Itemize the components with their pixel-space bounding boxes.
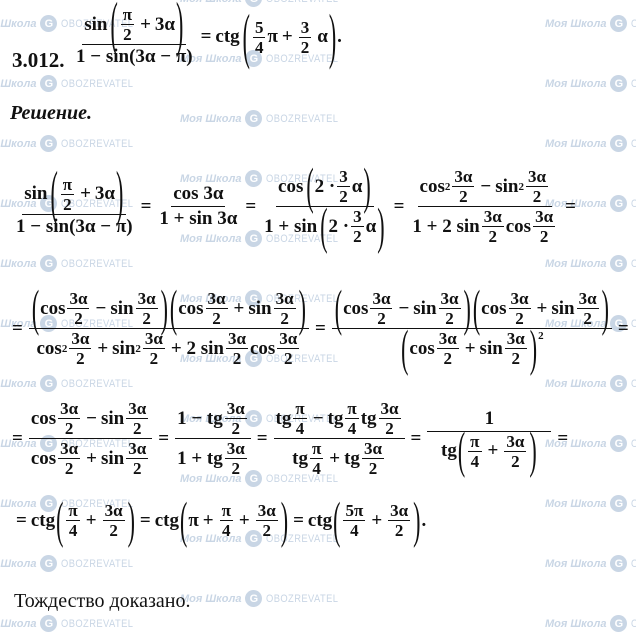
problem-number: 3.012. (12, 48, 65, 72)
ctg-function: ctg (215, 26, 240, 47)
conclusion-text: Тождество доказано. (14, 590, 191, 612)
solution-heading: Решение. (10, 102, 93, 124)
